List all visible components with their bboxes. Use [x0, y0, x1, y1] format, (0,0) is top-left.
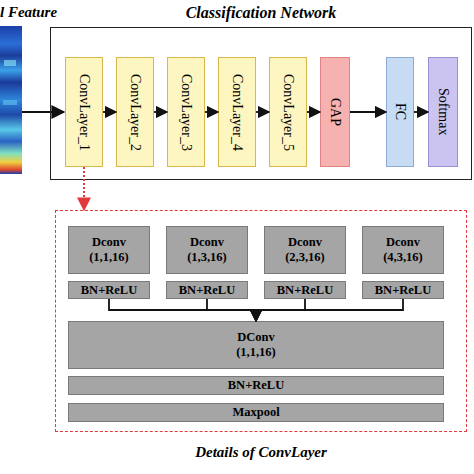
pooling-box: GAP — [320, 57, 350, 167]
conv-layer-box: ConvLayer_5 — [269, 57, 307, 167]
flow-arrow — [154, 111, 167, 113]
layer-label: DConv (1,1,16) — [220, 330, 292, 360]
layer-box: Dconv (4,3,16) — [362, 226, 444, 274]
network-frame: Classification NetworkConvLayer_1ConvLay… — [50, 27, 472, 180]
layer-label: Dconv (4,3,16) — [367, 235, 439, 265]
detail-frame: Details of ConvLayerDconv (1,1,16)Dconv … — [55, 210, 467, 432]
layer-box: BN+ReLU — [166, 281, 248, 299]
layer-label: ConvLayer_4 — [229, 74, 245, 151]
layer-label: ConvLayer_3 — [178, 74, 194, 151]
input-arrow — [22, 111, 64, 113]
layer-label: Maxpool — [232, 405, 279, 420]
layer-box: BN+ReLU — [362, 281, 444, 299]
softmax-box: Softmax — [428, 57, 458, 167]
layer-label: BN+ReLU — [375, 283, 431, 298]
layer-box: BN+ReLU — [264, 281, 346, 299]
layer-box: DConv (1,1,16) — [68, 321, 444, 369]
layer-box: Dconv (2,3,16) — [264, 226, 346, 274]
flow-arrow — [205, 111, 218, 113]
flow-arrow — [256, 299, 403, 321]
conv-layer-box: ConvLayer_3 — [167, 57, 205, 167]
layer-label: ConvLayer_2 — [127, 74, 143, 151]
layer-label: Dconv (1,3,16) — [171, 235, 243, 265]
fc-box: FC — [386, 57, 414, 167]
flow-arrow — [103, 111, 116, 113]
feature-band — [3, 100, 17, 105]
frame-heading: Details of ConvLayer — [56, 444, 466, 461]
flow-arrow — [207, 299, 256, 321]
layer-label: ConvLayer_5 — [280, 74, 296, 151]
layer-box: Maxpool — [68, 403, 444, 422]
layer-label: Dconv (1,1,16) — [73, 235, 145, 265]
flow-arrow — [414, 111, 428, 113]
frame-heading: Classification Network — [51, 4, 471, 22]
layer-label: BN+ReLU — [81, 283, 137, 298]
flow-arrow — [307, 111, 320, 113]
flow-arrow — [350, 111, 386, 113]
conv-layer-box: ConvLayer_4 — [218, 57, 256, 167]
flow-arrow — [256, 111, 269, 113]
layer-box: Dconv (1,3,16) — [166, 226, 248, 274]
layer-label: ConvLayer_1 — [76, 74, 92, 151]
conv-layer-box: ConvLayer_2 — [116, 57, 154, 167]
conv-layer-box: ConvLayer_1 — [65, 57, 103, 167]
feature-label: l Feature — [0, 4, 57, 21]
layer-label: BN+ReLU — [277, 283, 333, 298]
feature-band — [4, 60, 16, 66]
layer-label: BN+ReLU — [228, 378, 284, 393]
layer-box: Dconv (1,1,16) — [68, 226, 150, 274]
detail-pointer — [83, 167, 85, 210]
layer-label: GAP — [327, 98, 343, 126]
layer-label: Softmax — [435, 88, 451, 135]
layer-label: FC — [392, 103, 408, 120]
layer-label: BN+ReLU — [179, 283, 235, 298]
layer-box: BN+ReLU — [68, 281, 150, 299]
layer-label: Dconv (2,3,16) — [269, 235, 341, 265]
layer-box: BN+ReLU — [68, 376, 444, 395]
feature-map-image — [0, 26, 22, 174]
flow-arrow — [109, 299, 256, 321]
